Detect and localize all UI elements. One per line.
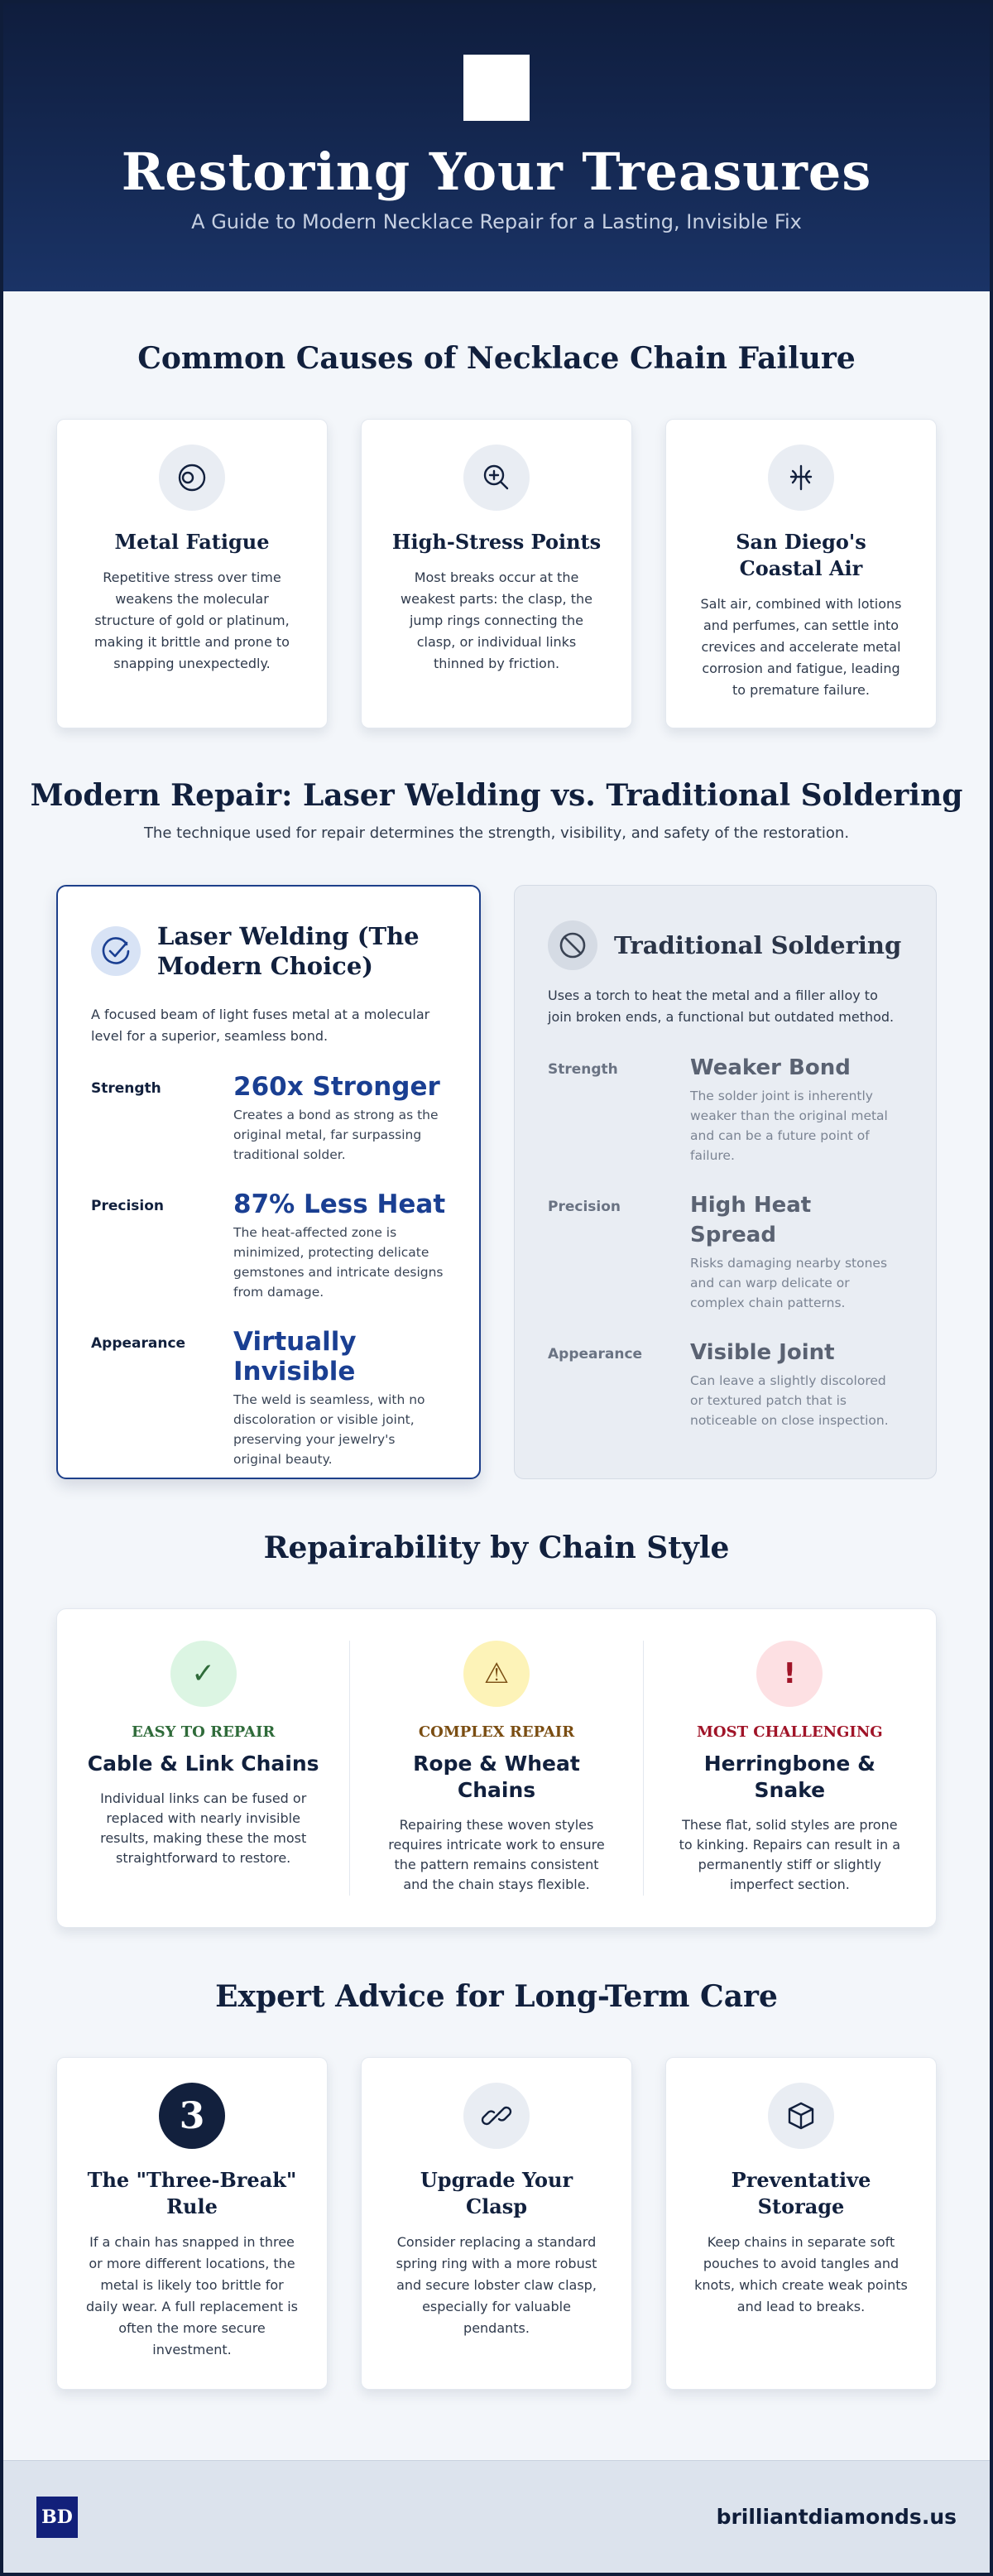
cause-card-coastal-air: San Diego's Coastal Air Salt air, combin… [665,419,937,728]
page-subtitle: A Guide to Modern Necklace Repair for a … [191,210,802,233]
causes-section: Common Causes of Necklace Chain Failure … [3,291,990,728]
chain-style-panel: ✓ EASY TO REPAIR Cable & Link Chains Ind… [56,1608,937,1928]
check-badge-icon [91,926,141,976]
trad-metric-strength: Strength Weaker Bond The solder joint is… [548,1053,903,1165]
cause-title: San Diego's Coastal Air [736,530,866,580]
advice-text: Consider replacing a standard spring rin… [396,2234,597,2336]
metric-value: Virtually Invisible [233,1327,357,1387]
metric-note: Creates a bond as strong as the original… [233,1108,439,1162]
metric-value: 87% Less Heat [233,1189,446,1219]
chain-name: Rope & Wheat Chains [413,1752,580,1802]
advice-title: Upgrade Your Clasp [420,2168,573,2218]
metric-label: Strength [91,1080,161,1097]
chain-style-section: Repairability by Chain Style ✓ EASY TO R… [3,1531,990,1928]
chain-level: MOST CHALLENGING [696,1723,883,1741]
trad-title: Traditional Soldering [614,931,902,959]
metric-note: The weld is seamless, with no discolorat… [233,1392,425,1467]
chain-easy: ✓ EASY TO REPAIR Cable & Link Chains Ind… [57,1641,349,1896]
advice-title: Preventative Storage [731,2168,871,2218]
compare-title: Modern Repair: Laser Welding vs. Traditi… [30,778,963,813]
advice-title: Expert Advice for Long-Term Care [215,1979,778,2014]
laser-metric-appearance: Appearance Virtually Invisible The weld … [91,1327,446,1469]
laser-title: Laser Welding (The Modern Choice) [157,922,420,980]
advice-text: Keep chains in separate soft pouches to … [694,2234,908,2314]
metric-value: Visible Joint [690,1340,835,1365]
compare-subtitle: The technique used for repair determines… [143,824,850,842]
advice-card-clasp: Upgrade Your Clasp Consider replacing a … [361,2057,632,2390]
chain-text: Repairing these woven styles requires in… [388,1817,605,1892]
footer-logo: BD [36,2496,78,2538]
cause-card-metal-fatigue: Metal Fatigue Repetitive stress over tim… [56,419,328,728]
chain-level: EASY TO REPAIR [131,1723,276,1741]
checkmark-icon: ✓ [170,1641,237,1707]
chain-level: COMPLEX REPAIR [418,1723,575,1741]
chain-name: Herringbone & Snake [703,1752,875,1802]
metric-value: Weaker Bond [690,1055,851,1080]
footer-site-link[interactable]: brilliantdiamonds.us [716,2505,957,2529]
link-icon [463,2083,530,2149]
traditional-soldering-panel: Traditional Soldering Uses a torch to he… [514,885,937,1479]
metric-value: 260x Stronger [233,1072,440,1102]
trad-metric-precision: Precision High Heat Spread Risks damagin… [548,1190,903,1313]
exclamation-icon: ! [756,1641,823,1707]
hero-header: Restoring Your Treasures A Guide to Mode… [3,3,990,291]
cause-text: Salt air, combined with lotions and perf… [700,596,902,698]
trad-description: Uses a torch to heat the metal and a fil… [548,988,895,1025]
metric-label: Precision [548,1199,621,1215]
footer: BD brilliantdiamonds.us [3,2460,990,2573]
chains-title: Repairability by Chain Style [263,1531,730,1565]
cause-text: Repetitive stress over time weakens the … [94,570,290,671]
cause-title: High-Stress Points [391,530,602,554]
metric-value: High Heat Spread [690,1193,812,1247]
cause-title: Metal Fatigue [114,530,270,554]
metric-note: Risks damaging nearby stones and can war… [690,1256,888,1310]
advice-text: If a chain has snapped in three or more … [85,2234,299,2357]
chain-name: Cable & Link Chains [87,1752,319,1776]
cause-card-high-stress: High-Stress Points Most breaks occur at … [361,419,632,728]
prohibited-icon [548,920,597,970]
chain-complex: ⚠ COMPLEX REPAIR Rope & Wheat Chains Rep… [349,1641,642,1896]
metric-note: Can leave a slightly discolored or textu… [690,1373,889,1428]
number-three-badge: 3 [159,2083,225,2149]
warning-icon: ⚠ [463,1641,530,1707]
chain-text: These flat, solid styles are prone to ki… [679,1817,901,1892]
laser-welding-panel: Laser Welding (The Modern Choice) A focu… [56,885,481,1479]
page-title: Restoring Your Treasures [121,142,872,202]
advice-card-three-break: 3 The "Three-Break" Rule If a chain has … [56,2057,328,2390]
salt-icon [768,445,834,511]
trad-metric-appearance: Appearance Visible Joint Can leave a sli… [548,1338,903,1430]
metric-label: Strength [548,1061,618,1078]
metric-note: The heat-affected zone is minimized, pro… [233,1225,444,1300]
laser-metric-strength: Strength 260x Stronger Creates a bond as… [91,1072,446,1165]
advice-section: Expert Advice for Long-Term Care 3 The "… [3,1979,990,2390]
box-icon [768,2083,834,2149]
metric-label: Precision [91,1198,165,1214]
causes-title: Common Causes of Necklace Chain Failure [137,341,856,376]
advice-card-storage: Preventative Storage Keep chains in sepa… [665,2057,937,2390]
metric-label: Appearance [91,1335,186,1352]
laser-description: A focused beam of light fuses metal at a… [91,1007,430,1044]
compare-section: Modern Repair: Laser Welding vs. Traditi… [3,778,990,1479]
chain-text: Individual links can be fused or replace… [100,1790,307,1866]
metric-label: Appearance [548,1346,643,1362]
laser-metric-precision: Precision 87% Less Heat The heat-affecte… [91,1189,446,1302]
advice-title: The "Three-Break" Rule [87,2168,297,2218]
magnify-icon [463,445,530,511]
cause-text: Most breaks occur at the weakest parts: … [401,570,592,671]
metric-note: The solder joint is inherently weaker th… [690,1089,888,1163]
header-logo [463,55,530,121]
chain-challenging: ! MOST CHALLENGING Herringbone & Snake T… [642,1641,936,1896]
ring-icon [159,445,225,511]
